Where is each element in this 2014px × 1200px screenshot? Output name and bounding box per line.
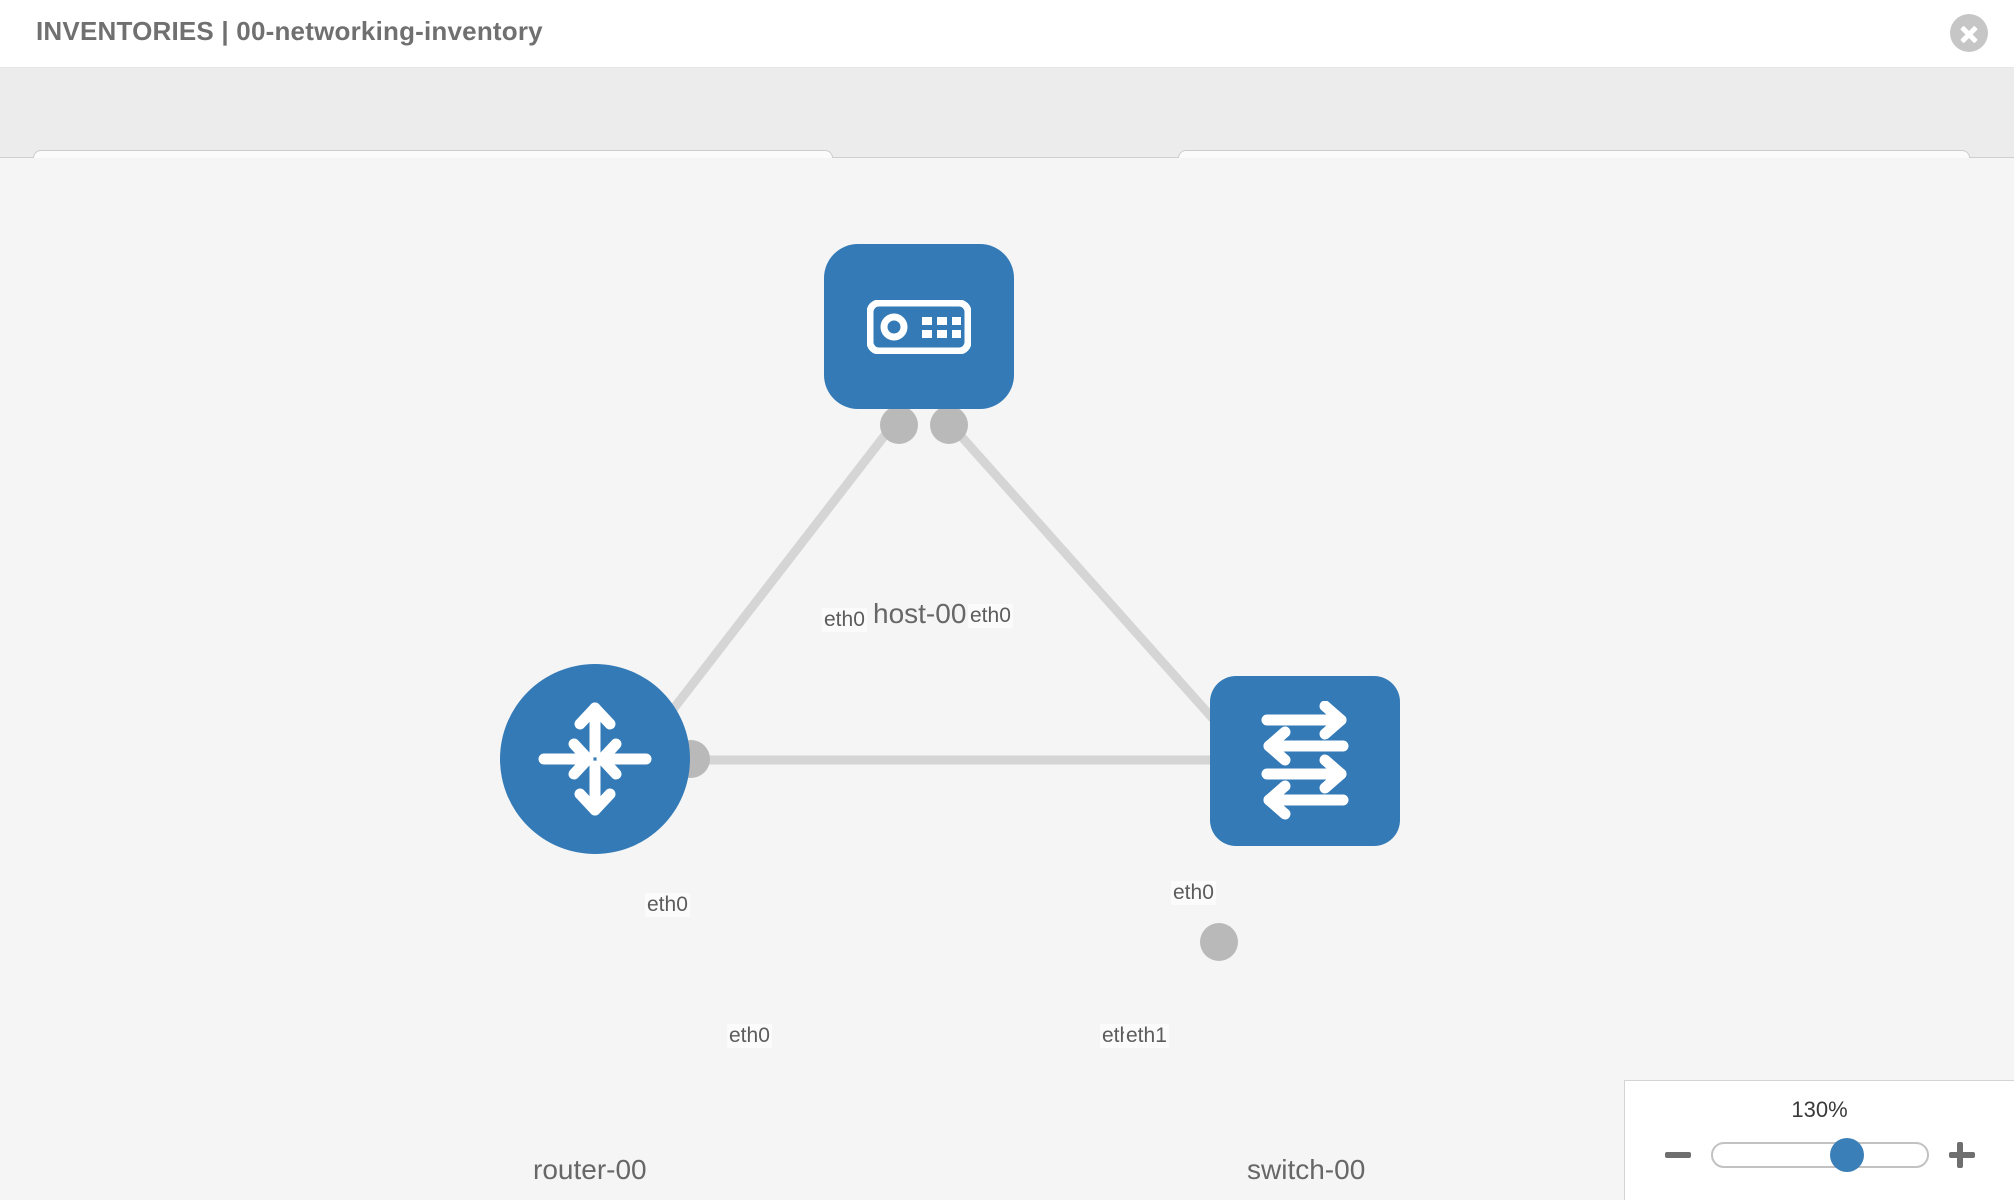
zoom-control-row — [1625, 1133, 2014, 1177]
edge-label-host-left: eth0 — [822, 608, 867, 633]
router-arrows-icon — [538, 702, 652, 816]
zoom-slider-handle[interactable] — [1830, 1138, 1865, 1172]
node-switch-00[interactable] — [1210, 676, 1400, 846]
node-host-00[interactable] — [824, 244, 1014, 409]
topology-canvas[interactable]: host-00 — [0, 158, 2014, 1200]
edge-label-switch-upper: eth0 — [1171, 881, 1216, 906]
edge-label-host-right: eth0 — [968, 604, 1013, 629]
switch-arrows-icon — [1261, 701, 1349, 820]
page-title: INVENTORIES | 00-networking-inventory — [36, 16, 543, 46]
node-label-router-00: router-00 — [530, 1154, 650, 1187]
connector-host-right[interactable] — [930, 406, 968, 444]
edge-host-switch — [948, 423, 1252, 761]
connector-host-left[interactable] — [880, 406, 918, 444]
host-node-shape — [824, 244, 1014, 409]
zoom-in-button[interactable] — [1947, 1140, 1977, 1170]
connector-switch-left[interactable] — [1200, 923, 1238, 961]
zoom-out-button[interactable] — [1663, 1140, 1693, 1170]
server-icon — [867, 299, 971, 354]
minus-icon — [1664, 1152, 1691, 1158]
page-header: INVENTORIES | 00-networking-inventory — [0, 0, 2014, 68]
close-icon[interactable] — [1950, 14, 1988, 52]
switch-node-shape — [1210, 676, 1400, 846]
router-node-shape — [500, 664, 690, 854]
zoom-level-value: 130% — [1791, 1097, 1848, 1122]
topology-graph: host-00 — [0, 158, 2014, 1200]
zoom-control-panel: 130% — [1624, 1080, 2014, 1200]
edge-label-router-right: eth0 — [727, 1024, 772, 1049]
edge-label-switch-left-b: eth1 — [1124, 1024, 1169, 1049]
toolbar: ACTIONS SEARCH — [0, 68, 2014, 202]
node-label-host-00: host-00 — [870, 598, 970, 631]
edge-label-router-upper: eth0 — [645, 893, 690, 918]
node-router-00[interactable] — [500, 664, 690, 854]
zoom-slider[interactable] — [1710, 1138, 1929, 1172]
node-label-switch-00: switch-00 — [1244, 1154, 1369, 1187]
plus-icon-v — [1956, 1142, 1963, 1168]
